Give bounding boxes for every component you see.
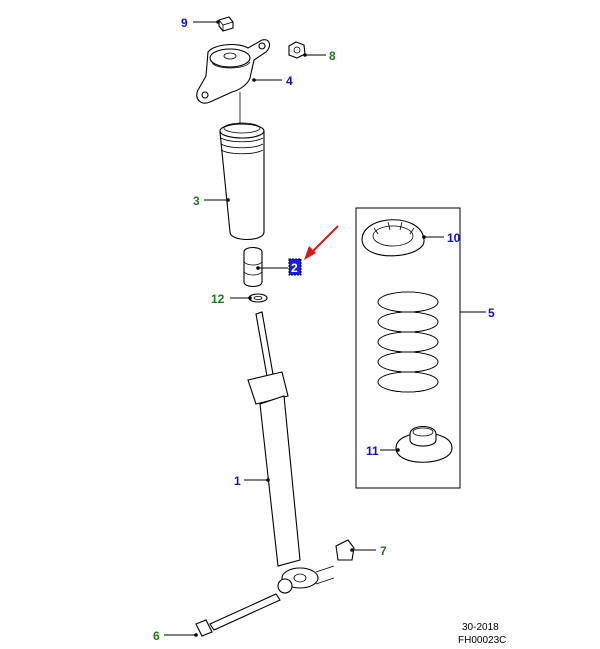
callout-6: 6	[153, 629, 160, 643]
part-2-bump-stop	[243, 246, 263, 288]
footer-code-2: FH00023C	[458, 635, 506, 646]
part-9-nut	[218, 16, 234, 32]
callout-3: 3	[193, 194, 200, 208]
figure-reference: 30-2018 FH00023C	[458, 622, 506, 646]
callout-8: 8	[329, 49, 336, 63]
leader-lines	[164, 20, 486, 637]
callout-1: 1	[234, 474, 241, 488]
callout-2: 2	[291, 261, 298, 275]
red-pointer-arrow	[304, 225, 339, 260]
callout-11: 11	[366, 444, 379, 458]
callout-12: 12	[211, 292, 225, 306]
callout-5: 5	[488, 306, 495, 320]
callout-10: 10	[447, 231, 461, 245]
footer-code-1: 30-2018	[462, 622, 499, 633]
callouts: 9 8 4 3 2 12 10 5 11 1 7 6	[153, 16, 495, 643]
part-5-coil-spring	[377, 291, 439, 393]
part-10-upper-seat	[361, 219, 425, 257]
callout-4: 4	[286, 74, 293, 88]
spring-kit-box	[355, 207, 461, 489]
part-8-nut	[288, 41, 306, 59]
part-6-bolt	[195, 593, 281, 637]
part-1-shock-absorber	[247, 311, 335, 594]
part-11-lower-seat	[395, 425, 453, 463]
callout-7: 7	[380, 544, 387, 558]
callout-9: 9	[181, 16, 188, 30]
part-7-bolt	[335, 539, 355, 561]
callout-2-highlight	[288, 258, 302, 276]
part-3-dust-boot	[219, 122, 265, 241]
part-4-top-mount	[196, 39, 271, 104]
